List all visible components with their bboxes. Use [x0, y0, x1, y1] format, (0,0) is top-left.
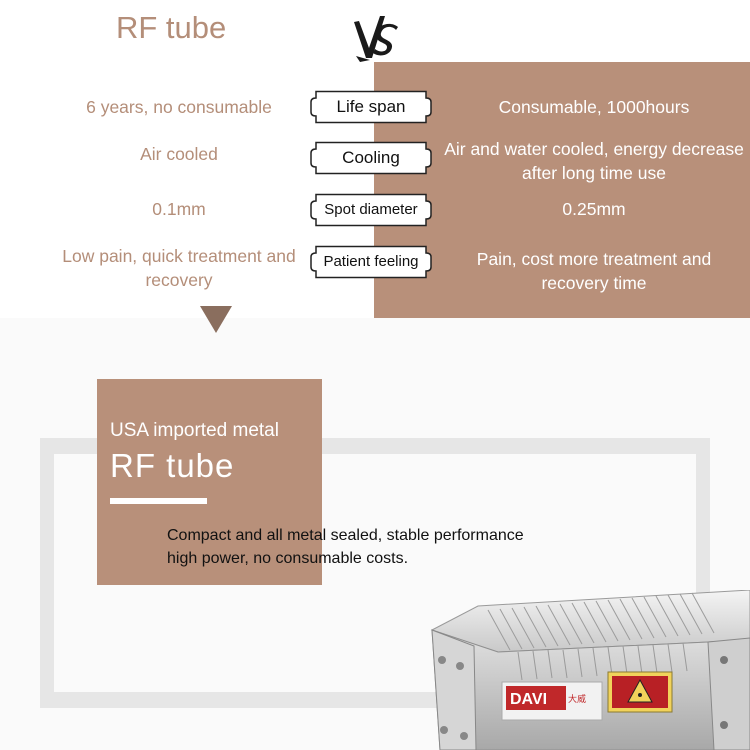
- glass-tube-panel: [374, 62, 750, 318]
- spot-diameter-label: Spot diameter: [324, 201, 418, 218]
- rf-tube-title: RF tube: [116, 10, 227, 45]
- rf-life-span-value: 6 years, no consumable: [86, 97, 272, 117]
- rf-patient-feeling-value: Low pain, quick treatment and recovery: [62, 246, 296, 290]
- glass-spot-diameter-value: 0.25mm: [562, 199, 626, 219]
- patient-feeling-tag: Patient feeling: [304, 245, 438, 279]
- life-span-label: Life span: [336, 97, 406, 116]
- feature-description-line-2: high power, no consumable costs.: [167, 550, 409, 567]
- life-span-tag: Life span: [304, 90, 438, 124]
- rf-cooling-value: Air cooled: [140, 144, 218, 164]
- feature-description-line-1: Compact and all metal sealed, stable per…: [167, 527, 524, 544]
- feature-subtitle: USA imported metal: [110, 420, 279, 441]
- patient-feeling-label: Patient feeling: [323, 253, 419, 270]
- glass-life-span-value: Consumable, 1000hours: [498, 97, 690, 117]
- arrow-down-icon: [200, 306, 232, 333]
- spot-diameter-tag: Spot diameter: [304, 193, 438, 227]
- vs-icon: [354, 16, 398, 62]
- feature-title-box: [97, 379, 322, 585]
- rf-spot-diameter-value: 0.1mm: [152, 199, 206, 219]
- brand-logo-cn: 大威: [568, 693, 586, 705]
- glass-patient-feeling-value: Pain, cost more treatment and recovery t…: [476, 249, 712, 293]
- feature-underline: [110, 498, 207, 504]
- brand-logo: DAVI: [510, 691, 547, 708]
- feature-title: RF tube: [110, 447, 235, 484]
- glass-tube-title: Glass tube: [507, 12, 656, 47]
- glass-cooling-value: Air and water cooled, energy decrease af…: [444, 139, 744, 183]
- cooling-tag: Cooling: [304, 141, 438, 175]
- cooling-label: Cooling: [342, 148, 400, 167]
- rf-tube-product-image: DAVI 大威: [430, 590, 750, 750]
